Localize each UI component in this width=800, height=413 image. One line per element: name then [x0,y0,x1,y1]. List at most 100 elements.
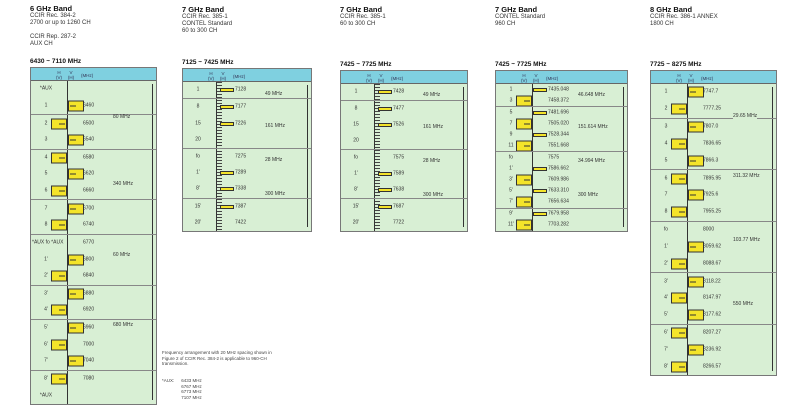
channel-marker [533,87,547,92]
col-h: H (V) [676,73,682,83]
channel-row: *AUX [31,387,156,404]
channel-polarization-marker [516,140,532,152]
band-spec-line: CCIR Rec. 385-1 [182,14,228,20]
channel-label: 4' [664,294,668,301]
channel-plan-6ghz: H (V) V (H) (MHz) *AUX 1 6460 2 6500 3 6… [30,67,157,405]
channel-polarization-marker [68,355,84,367]
channel-row: 6' 8207.27 [651,323,776,342]
channel-frequency: 7177 [235,103,247,110]
channel-frequency: 7387 [235,203,247,210]
channel-row: 4' 8147.97 [651,290,776,307]
channel-label: 1 [196,86,200,93]
channel-frequency: 7080 [83,375,95,382]
channel-label: 6 [664,175,668,182]
channel-frequency: 8000 [703,226,715,233]
channel-label: 1 [664,88,668,95]
aux-value: 7107 MHz [181,394,202,400]
channel-label: 8 [196,103,200,110]
channel-row: 5 7481.696 [496,106,627,118]
channel-frequency: 6540 [83,136,95,143]
channel-label: 1 [509,86,513,93]
channel-row: 15 7226 [183,115,311,131]
channel-row: 8' 7638 [341,182,467,198]
channel-frequency: 7575 [548,154,560,161]
channel-frequency: 7526 [393,121,405,128]
band-spec-line: CONTEL Standard [182,21,233,27]
channel-frequency: 6770 [83,239,95,246]
channel-label: 6' [664,329,668,336]
channel-polarization-marker [671,292,687,304]
channel-row: 6' 7000 [31,336,156,353]
channel-frequency: 7275 [235,153,247,160]
channel-row: 3 7458.372 [496,95,627,107]
channel-row: 1' 8059.62 [651,238,776,255]
channel-marker [533,110,547,115]
col-v: V (H) [67,70,75,80]
channel-polarization-marker [51,219,67,231]
spacing-annotation: 340 MHz [113,181,134,188]
frequency-range: 7125 ~ 7425 MHz [182,59,234,66]
column-header: H (V) V (H) (MHz) [651,71,776,84]
channel-row: 3' 8118.22 [651,272,776,290]
channel-row: 1' 6800 [31,251,156,268]
channel-frequency: 8177.62 [703,311,722,318]
channel-label: fo [195,153,201,160]
channel-label: 8 [44,221,48,228]
aux-value: 6433 MHz [181,378,202,383]
channel-row: 1 7128 [183,82,311,98]
spacing-annotation: 60 MHz [113,251,131,258]
channel-label: 7' [509,198,513,205]
column-header: H (V) V (H) (MHz) [496,71,627,84]
channel-plan-7ghz-a: H (V) V (H) (MHz) 1 7128 8 7177 15 7226 … [182,68,312,232]
channel-polarization-marker [51,339,67,351]
band-spec-line: 60 to 300 CH [340,21,376,27]
channel-label: 7' [44,357,48,364]
channel-plan-7ghz-c: H (V) V (H) (MHz) 1 7435.048 3 7458.372 … [495,70,628,232]
channel-label: 3' [509,176,513,183]
channel-frequency: 6800 [83,256,95,263]
band-spec-line: CCIR Rec. 385-1 [340,14,386,20]
channel-row: 3' 7609.986 [496,174,627,186]
channel-frequency: 6960 [83,324,95,331]
column-header: H (V) V (H) (MHz) [31,68,156,81]
channel-polarization-marker [671,103,687,115]
channel-label: *AUX [39,85,53,92]
channel-polarization-marker [516,174,532,186]
channel-label: 7' [664,346,668,353]
frequency-axis [532,84,533,231]
frequency-axis [374,84,380,231]
channel-row: *AUX fo *AUX 6770 [31,233,156,252]
channel-polarization-marker [688,309,704,321]
channel-row: 4 6580 [31,148,156,167]
channel-polarization-marker [68,288,84,300]
channel-row: 7' 7656.634 [496,196,627,208]
channel-row: 1 6460 [31,98,156,115]
channel-label: 8 [354,105,358,112]
channel-polarization-marker [516,219,532,231]
channel-polarization-marker [671,173,687,185]
channel-polarization-marker [671,258,687,270]
channel-row: 5 7866.3 [651,152,776,169]
col-mhz: (MHz) [391,76,404,81]
channel-row: 6 6660 [31,183,156,200]
channel-label: 4 [664,140,668,147]
channel-row: 7' 7040 [31,353,156,370]
channel-frequency: 7586.662 [548,165,569,172]
channel-label: 5 [509,109,513,116]
channel-label: 3' [44,290,48,297]
spacing-annotation: 311.32 MHz [733,173,760,180]
channel-row: 6 7895.95 [651,169,776,187]
channel-row: 5' 8177.62 [651,307,776,324]
spacing-annotation: 46.648 MHz [578,92,605,99]
channel-marker [220,187,234,192]
channel-label: 3 [44,136,48,143]
channel-frequency: 6500 [83,120,95,127]
band-spec-line [30,27,91,34]
channel-label: 1 [354,88,358,95]
channel-frequency: 8059.62 [703,243,722,250]
spacing-annotation: 161 MHz [265,123,286,130]
channel-label: 20 [353,137,359,144]
channel-label: 15' [352,203,360,210]
channel-label: 7 [44,205,48,212]
channel-polarization-marker [688,121,704,133]
